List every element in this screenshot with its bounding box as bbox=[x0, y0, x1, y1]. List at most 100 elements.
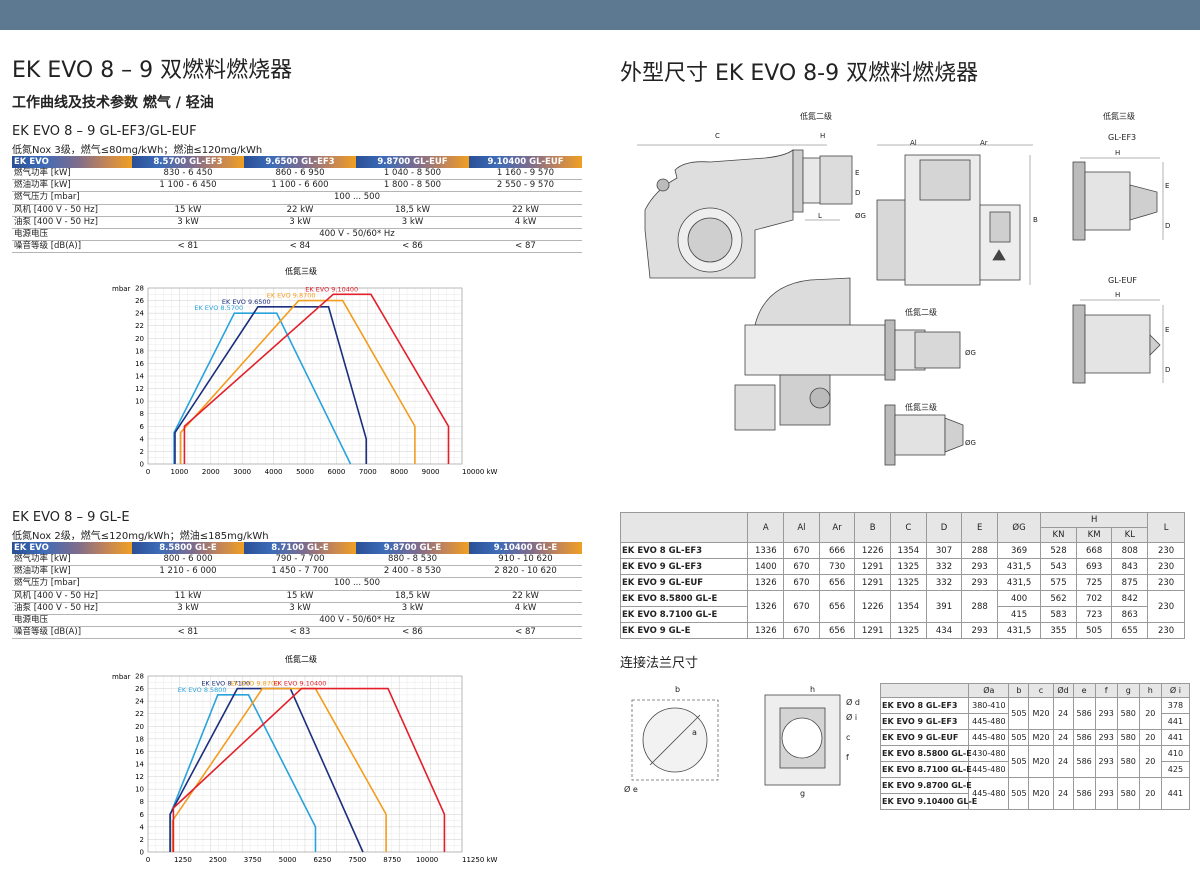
dim-cell: 668 bbox=[1075, 542, 1113, 559]
page-subtitle-left: 工作曲线及技术参数 燃气 / 轻油 bbox=[12, 95, 214, 111]
spec-row-label: 噪音等级 [dB(A)] bbox=[12, 626, 132, 640]
x-tick-label: 5000 bbox=[279, 856, 297, 864]
dim-header-cell: ØG bbox=[996, 512, 1042, 543]
x-tick-label: 6250 bbox=[314, 856, 332, 864]
flange-cell-e: 586 bbox=[1072, 745, 1096, 778]
dim-cell: 875 bbox=[1111, 574, 1149, 591]
spec-cell: 1 800 - 8 500 bbox=[356, 179, 469, 193]
flange-cell-d: 24 bbox=[1052, 729, 1074, 746]
spec-cell: < 86 bbox=[356, 240, 469, 254]
dim-cell: 670 bbox=[783, 622, 820, 639]
dim-cell: 725 bbox=[1075, 574, 1113, 591]
spec-cell: 18,5 kW bbox=[356, 590, 469, 603]
flange-header-cell: c bbox=[1028, 683, 1054, 698]
ef3-label-d: D bbox=[1165, 222, 1170, 230]
dim-cell: 575 bbox=[1040, 574, 1077, 591]
dim-cell: 808 bbox=[1111, 542, 1149, 559]
spec-cell: < 87 bbox=[469, 626, 582, 640]
dim-cell: 656 bbox=[818, 574, 856, 591]
y-tick-label: 24 bbox=[135, 310, 144, 318]
euf-label-d: D bbox=[1165, 366, 1170, 374]
y-tick-label: 6 bbox=[140, 811, 145, 819]
label-lownox2-top: 低氮二级 bbox=[800, 111, 832, 121]
dim-cell: 293 bbox=[961, 622, 998, 639]
y-tick-label: 4 bbox=[140, 435, 145, 443]
series-line bbox=[174, 306, 368, 464]
low-label-og: ØG bbox=[965, 439, 976, 447]
x-tick-label: 10000 kW bbox=[462, 468, 498, 476]
euf-label-h: H bbox=[1115, 291, 1120, 299]
spec-cell: < 81 bbox=[132, 626, 244, 640]
flange-cell-e: 586 bbox=[1072, 697, 1096, 730]
flange-row-name: EK EVO 9.8700 GL-E bbox=[879, 777, 972, 794]
flange-cell-i: 441 bbox=[1160, 777, 1191, 810]
spec-cell: 22 kW bbox=[244, 204, 356, 217]
flange-cell-a: 445-480 bbox=[968, 729, 1010, 746]
y-tick-label: 4 bbox=[140, 823, 145, 831]
chart-title: 低氮三级 bbox=[285, 266, 317, 276]
dim-row-name: EK EVO 9 GL-EF3 bbox=[619, 558, 749, 575]
dim-cell: 863 bbox=[1111, 606, 1149, 623]
spec-row-label: 燃气压力 [mbar] bbox=[12, 191, 132, 205]
y-tick-label: 8 bbox=[140, 410, 144, 418]
flange-cell-b: 505 bbox=[1008, 777, 1030, 810]
flange-cell-a: 430-480 bbox=[968, 745, 1010, 762]
series-label: EK EVO 8.5800 bbox=[178, 686, 227, 694]
dim-cell: 307 bbox=[925, 542, 963, 559]
dim-cell: 505 bbox=[1075, 622, 1113, 639]
spec-cell: 2 550 - 9 570 bbox=[469, 179, 582, 193]
dim-cell: 528 bbox=[1040, 542, 1077, 559]
spec-header-model: 8.7100 GL-E bbox=[244, 542, 356, 554]
spec-cell: 880 - 8 530 bbox=[356, 554, 469, 567]
spec-span-value: 400 V - 50/60* Hz bbox=[132, 228, 582, 242]
dim-cell: 431,5 bbox=[996, 622, 1042, 639]
spec-row-label: 电源电压 bbox=[12, 228, 132, 242]
flange-cell-h: 20 bbox=[1138, 729, 1162, 746]
section1-note: 低氮Nox 3级，燃气≤80mg/kWh；燃油≤120mg/kWh bbox=[12, 145, 263, 156]
spec-cell: 860 - 6 950 bbox=[244, 168, 356, 181]
dim-cell: 1326 bbox=[747, 574, 785, 591]
section1-title: EK EVO 8 – 9 GL-EF3/GL-EUF bbox=[12, 124, 197, 139]
spec-span-value: 400 V - 50/60* Hz bbox=[132, 614, 582, 628]
dim-cell: 434 bbox=[925, 622, 963, 639]
flange-label-h: h bbox=[810, 685, 815, 694]
flange-cell-d: 24 bbox=[1052, 777, 1074, 810]
dim-subheader-cell: KN bbox=[1040, 527, 1077, 543]
dim-cell: 288 bbox=[961, 590, 998, 623]
spec-cell: 830 - 6 450 bbox=[132, 168, 244, 181]
series-label: EK EVO 9.6500 bbox=[222, 298, 271, 306]
dim-cell: 293 bbox=[961, 558, 998, 575]
plot-frame bbox=[147, 287, 463, 465]
spec-cell: 3 kW bbox=[356, 216, 469, 229]
dim-cell: 670 bbox=[783, 542, 820, 559]
spec-cell: 22 kW bbox=[469, 590, 582, 603]
x-tick-label: 2500 bbox=[209, 856, 227, 864]
spec-cell: 18,5 kW bbox=[356, 204, 469, 217]
y-tick-label: 10 bbox=[135, 786, 144, 794]
x-tick-label: 7000 bbox=[359, 468, 377, 476]
flange-label-c: c bbox=[846, 733, 850, 742]
flange-cell-g: 580 bbox=[1116, 697, 1140, 730]
flange-label-a: a bbox=[692, 728, 697, 737]
page-title-right: 外型尺寸 EK EVO 8-9 双燃料燃烧器 bbox=[620, 61, 979, 86]
spec-cell: 4 kW bbox=[469, 216, 582, 229]
dim-cell: 1354 bbox=[890, 542, 927, 559]
x-tick-label: 4000 bbox=[265, 468, 283, 476]
spec-header-model: 9.10400 GL-E bbox=[469, 542, 582, 554]
spec-header-model: 9.6500 GL-EF3 bbox=[244, 156, 356, 168]
y-tick-label: 16 bbox=[135, 360, 144, 368]
spec-cell: 3 kW bbox=[244, 602, 356, 615]
y-tick-label: 22 bbox=[135, 322, 144, 330]
dim-label-ar: Ar bbox=[980, 139, 988, 147]
dim-header-cell: Ar bbox=[818, 512, 856, 543]
spec-cell: 3 kW bbox=[132, 216, 244, 229]
dim-label-d: D bbox=[855, 189, 860, 197]
